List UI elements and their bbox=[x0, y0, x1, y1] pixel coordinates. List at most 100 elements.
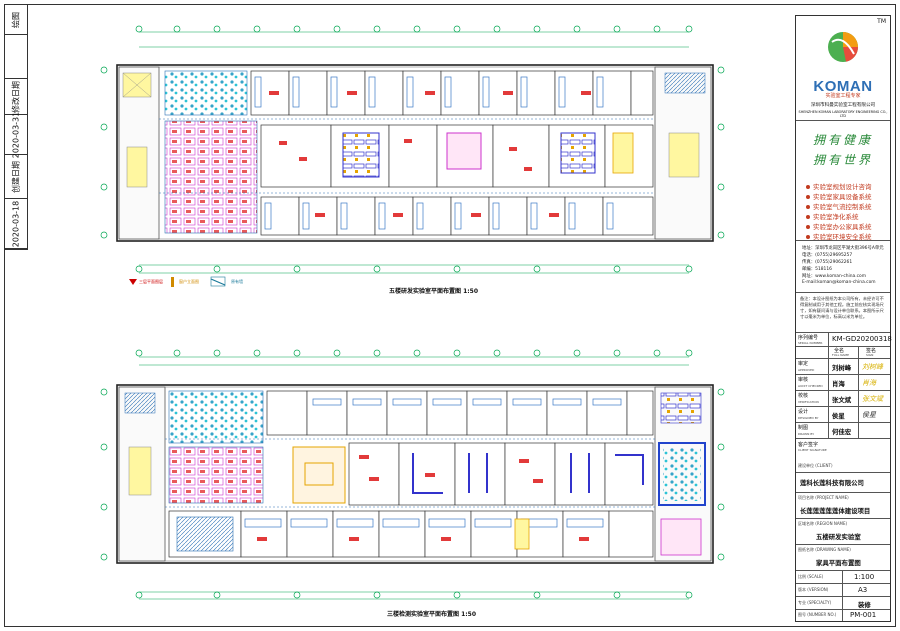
legend-item-3: 原有墙 bbox=[231, 279, 243, 284]
region-label: 区域名称 (REGION NAME) bbox=[798, 521, 848, 526]
verification-row: 校核 VERIFICATION 张文斌 张文斌 bbox=[796, 391, 890, 407]
client-signature-row: 客户签字 CLIENT SIGNATURE 建设单位 (CLIENT) bbox=[796, 439, 890, 473]
drawing-sheet: 绘图 修改日期 2020-03-31 创建日期 2020-03-18 bbox=[4, 4, 896, 627]
signature: 刘树峰 bbox=[862, 363, 883, 371]
revision-strip: 绘图 修改日期 2020-03-31 创建日期 2020-03-18 bbox=[5, 5, 28, 250]
serial-label: 序列编号 bbox=[798, 335, 819, 341]
number-row: 图号 (NUMBER NO.) PM-001 bbox=[796, 610, 890, 621]
region-value: 五楼研发实验室 bbox=[816, 533, 861, 541]
service-label: 实验室规划设计咨询 bbox=[813, 183, 872, 191]
bullet-icon bbox=[806, 185, 810, 189]
project-row: 项目名称 (PROJECT NAME) 长莲莲莲莲莲体建设项目 bbox=[796, 493, 890, 519]
contact-email: E-mail:koman@koman-china.com bbox=[802, 280, 876, 285]
divider bbox=[828, 375, 829, 390]
project-value: 长莲莲莲莲莲体建设项目 bbox=[800, 507, 871, 515]
sign-label-en: SIGN bbox=[866, 353, 874, 357]
owner-row: 莲科长莲科技有限公司 bbox=[796, 473, 890, 493]
role-label: 审定 bbox=[798, 361, 809, 367]
project-label: 项目名称 (PROJECT NAME) bbox=[798, 495, 849, 500]
drawer-label-cell: 绘图 bbox=[5, 5, 27, 35]
signature-header-row: 全名 FULL NAME 签名 SIGN bbox=[796, 347, 890, 359]
name-value: 刘树峰 bbox=[832, 364, 852, 372]
divider bbox=[828, 347, 829, 358]
modified-label: 修改日期 bbox=[11, 80, 21, 113]
legend-item-2: 窗户立面图 bbox=[179, 279, 199, 284]
owner-value: 莲科长莲科技有限公司 bbox=[800, 479, 864, 487]
version-label: 版本 (VERSION) bbox=[798, 587, 829, 592]
approval-row: 审定 APPROVED 刘树峰 刘树峰 bbox=[796, 359, 890, 375]
brand-name: KOMAN bbox=[813, 78, 873, 95]
title-block: TM KOMAN 实验室工程专家 深圳市科曼实验室工程有限公司 SHENZHEN… bbox=[795, 15, 892, 622]
role-label: 设计 bbox=[798, 409, 809, 415]
specialty-value: 装修 bbox=[858, 601, 871, 609]
divider bbox=[858, 391, 859, 406]
notes-section: 备注：本设计图纸为本公司所有，未经许可不得复制或用于其他工程。施工前应核实现场尺… bbox=[796, 293, 890, 333]
koman-logo-icon bbox=[828, 32, 858, 62]
service-label: 实验室办公家具系统 bbox=[813, 223, 872, 231]
service-label: 实验室气流控制系统 bbox=[813, 203, 872, 211]
contact-section: 地址：深圳市龙岗区平湖大街396号A单元 电话：(0755)29695257 传… bbox=[796, 241, 890, 293]
specialty-row: 专业 (SPECIALTY) 装修 bbox=[796, 597, 890, 610]
full-name-label: 全名 bbox=[834, 348, 845, 354]
version-value: A3 bbox=[858, 586, 868, 594]
upper-floor-plan bbox=[100, 25, 725, 274]
divider bbox=[828, 333, 829, 346]
designer-row: 设计 DESIGNED BY 侯星 侯星 bbox=[796, 407, 890, 423]
drawer-value-cell bbox=[5, 35, 27, 79]
drawn-by-row: 制图 DRAWN BY 何佳宏 bbox=[796, 423, 890, 439]
bullet-icon bbox=[806, 215, 810, 219]
service-item: 实验室规划设计咨询 bbox=[806, 181, 872, 191]
modified-value: 2020-03-31 bbox=[11, 111, 21, 158]
bullet-icon bbox=[806, 205, 810, 209]
role-label: 审核 bbox=[798, 377, 809, 383]
drawing-name-value: 家具平面布置图 bbox=[816, 559, 861, 567]
contact-phone: 电话：(0755)29695257 bbox=[802, 253, 853, 258]
divider bbox=[842, 597, 843, 609]
service-label: 实验室环境安全系统 bbox=[813, 233, 872, 241]
modified-label-cell: 修改日期 bbox=[5, 79, 27, 115]
created-value: 2020-03-18 bbox=[11, 200, 21, 247]
created-value-cell: 2020-03-18 bbox=[5, 199, 27, 249]
role-label: 校核 bbox=[798, 393, 809, 399]
service-label: 实验室净化系统 bbox=[813, 213, 859, 221]
full-name-label-en: FULL NAME bbox=[832, 353, 849, 357]
audit-row: 审核 AUDIT CHECKED 肖海 肖海 bbox=[796, 375, 890, 391]
name-value: 肖海 bbox=[832, 380, 845, 388]
contact-address: 地址：深圳市龙岗区平湖大街396号A单元 bbox=[802, 246, 884, 251]
divider bbox=[858, 347, 859, 358]
service-item: 实验室办公家具系统 bbox=[806, 221, 872, 231]
divider bbox=[858, 359, 859, 374]
notes-text: 备注：本设计图纸为本公司所有，未经许可不得复制或用于其他工程。施工前应核实现场尺… bbox=[800, 296, 884, 319]
drawing-name-label: 图纸名称 (DRAWING NAME) bbox=[798, 547, 851, 552]
created-label-cell: 创建日期 bbox=[5, 155, 27, 199]
bullet-icon bbox=[806, 235, 810, 239]
brand-subtitle: 实验室工程专家 bbox=[825, 93, 861, 99]
drawer-label: 绘图 bbox=[11, 11, 21, 28]
drawing-area: 五楼研发实验室平面布置图 1:50 三楼检测实验室平面布置图 1:50 三层平面… bbox=[29, 7, 793, 624]
owner-label: 建设单位 (CLIENT) bbox=[798, 463, 833, 468]
divider bbox=[842, 584, 843, 596]
service-item: 实验室气流控制系统 bbox=[806, 201, 872, 211]
sign-label: 签名 bbox=[866, 348, 877, 354]
signature: 侯星 bbox=[862, 411, 876, 419]
signature: 肖海 bbox=[862, 379, 876, 387]
number-label: 图号 (NUMBER NO.) bbox=[798, 612, 837, 617]
slogan-line-1: 拥有健康 bbox=[812, 133, 873, 147]
version-row: 版本 (VERSION) A3 bbox=[796, 584, 890, 597]
company-name-cn: 深圳市科曼实验室工程有限公司 bbox=[810, 103, 876, 108]
role-label-en: AUDIT CHECKED bbox=[798, 384, 823, 388]
divider bbox=[828, 423, 829, 438]
contact-postcode: 邮编：518116 bbox=[802, 267, 832, 272]
divider bbox=[828, 407, 829, 422]
slogan-section: 拥有健康 拥有世界 实验室规划设计咨询 实验室家具设备系统 实验室气流控制系统 … bbox=[796, 121, 890, 241]
role-label: 制图 bbox=[798, 425, 809, 431]
drawing-name-row: 图纸名称 (DRAWING NAME) 家具平面布置图 bbox=[796, 545, 890, 571]
signature: 张文斌 bbox=[862, 395, 883, 403]
role-label-en: VERIFICATION bbox=[798, 400, 819, 404]
modified-value-cell: 2020-03-31 bbox=[5, 111, 27, 158]
divider bbox=[828, 359, 829, 374]
floor-plans-svg bbox=[100, 25, 725, 600]
service-item: 实验室净化系统 bbox=[806, 211, 859, 221]
role-label-en: DRAWN BY bbox=[798, 432, 815, 436]
serial-row: 序列编号 SERIAL NUMBER KM-GD20200318 bbox=[796, 333, 892, 347]
